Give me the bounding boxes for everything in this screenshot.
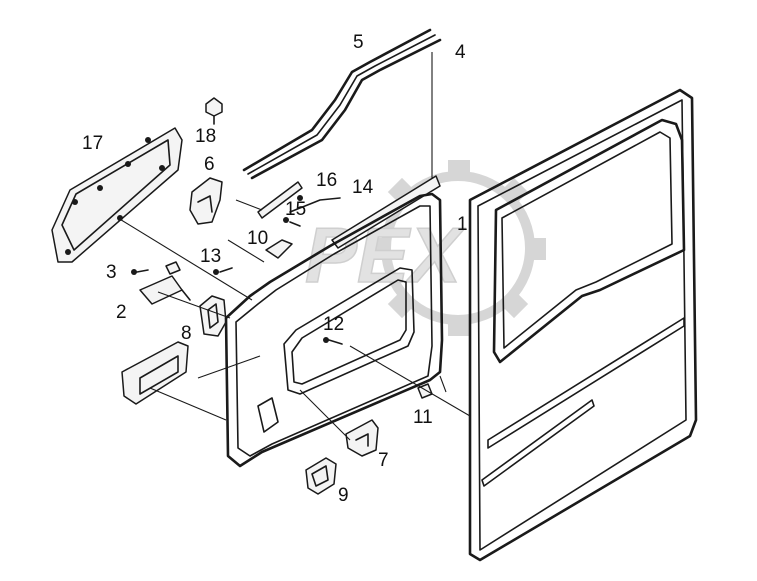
label-part-14: 14 bbox=[352, 177, 374, 198]
label-part-13: 13 bbox=[200, 246, 221, 267]
label-part-3: 3 bbox=[106, 262, 117, 283]
part-17-trim-panel bbox=[51, 127, 183, 263]
part-11-plug bbox=[417, 383, 433, 399]
label-part-7: 7 bbox=[378, 450, 389, 471]
label-part-9: 9 bbox=[338, 485, 349, 506]
inner-door-trim bbox=[224, 192, 444, 468]
watermark-gear-teeth-icon bbox=[370, 160, 546, 336]
outer-door-shell bbox=[468, 88, 698, 562]
label-part-8: 8 bbox=[181, 323, 192, 344]
part-5-4-weatherstrips bbox=[242, 28, 442, 180]
part-2-3-armrest-bracket bbox=[131, 261, 191, 305]
label-part-18: 18 bbox=[195, 126, 216, 147]
label-part-12: 12 bbox=[323, 314, 344, 335]
label-part-1: 1 bbox=[457, 214, 468, 235]
part-7-bracket bbox=[345, 419, 379, 457]
part-8-handle-surround bbox=[199, 295, 227, 337]
label-part-15: 15 bbox=[285, 199, 306, 220]
part-9-bezel bbox=[305, 457, 337, 495]
part-10-13-bracket bbox=[213, 239, 293, 275]
part-18-clip bbox=[205, 97, 223, 125]
label-part-5: 5 bbox=[353, 32, 364, 53]
door-pocket bbox=[121, 341, 189, 405]
label-part-11: 11 bbox=[413, 407, 433, 428]
label-part-4: 4 bbox=[455, 42, 466, 63]
label-part-6: 6 bbox=[204, 154, 215, 175]
label-part-16: 16 bbox=[316, 170, 337, 191]
part-6-handle-cover bbox=[189, 177, 223, 225]
part-labels: 1 2 3 4 5 6 7 8 9 10 11 12 13 14 15 16 1… bbox=[82, 32, 468, 506]
label-part-17: 17 bbox=[82, 133, 103, 154]
label-part-10: 10 bbox=[247, 228, 268, 249]
label-part-2: 2 bbox=[116, 302, 127, 323]
leader-lines bbox=[117, 199, 471, 441]
